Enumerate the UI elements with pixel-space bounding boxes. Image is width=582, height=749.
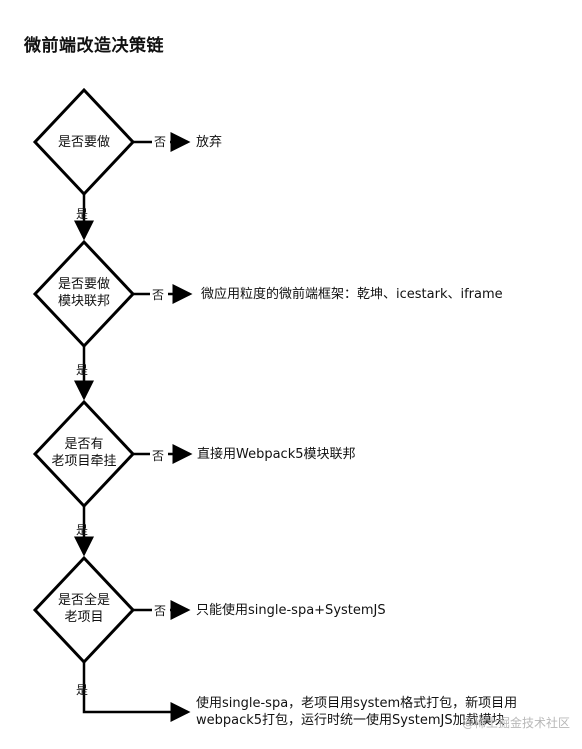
decision-3-line2: 老项目牵挂 (51, 454, 117, 469)
yes-label-4: 是 (76, 683, 89, 697)
decision-2-line2: 模块联邦 (57, 294, 110, 309)
final-outcome-line1: 使用single-spa，老项目用system格式打包，新项目用 (196, 696, 518, 711)
final-outcome-line2: webpack5打包，运行时统一使用SystemJS加载模块 (196, 713, 505, 728)
decision-4-line2: 老项目 (64, 610, 104, 625)
no-label-1: 否 (154, 135, 167, 149)
decision-label-3: 是否有 老项目牵挂 (34, 436, 134, 470)
diagram-title: 微前端改造决策链 (24, 36, 164, 56)
outcome-1: 放弃 (196, 135, 223, 150)
yes-label-3: 是 (76, 523, 89, 537)
yes-label-2: 是 (76, 363, 89, 377)
decision-label-4: 是否全是 老项目 (34, 592, 134, 626)
decision-label-2: 是否要做 模块联邦 (34, 276, 134, 310)
outcome-3: 直接用Webpack5模块联邦 (197, 447, 356, 462)
outcome-4: 只能使用single-spa+SystemJS (196, 603, 386, 618)
decision-2-line1: 是否要做 (57, 277, 110, 292)
decision-3-line1: 是否有 (64, 437, 104, 452)
decision-4-line1: 是否全是 (57, 593, 110, 608)
watermark: @稀土掘金技术社区 (461, 716, 570, 730)
no-label-3: 否 (152, 449, 165, 463)
decision-1-line1: 是否要做 (57, 135, 110, 150)
final-outcome: 使用single-spa，老项目用system格式打包，新项目用 webpack… (196, 695, 517, 729)
no-label-4: 否 (154, 604, 167, 618)
decision-label-1: 是否要做 (34, 134, 134, 151)
no-label-2: 否 (152, 288, 165, 302)
outcome-2: 微应用粒度的微前端框架：乾坤、icestark、iframe (201, 287, 503, 302)
yes-label-1: 是 (76, 207, 89, 221)
yes-arrow-4 (82, 662, 191, 722)
